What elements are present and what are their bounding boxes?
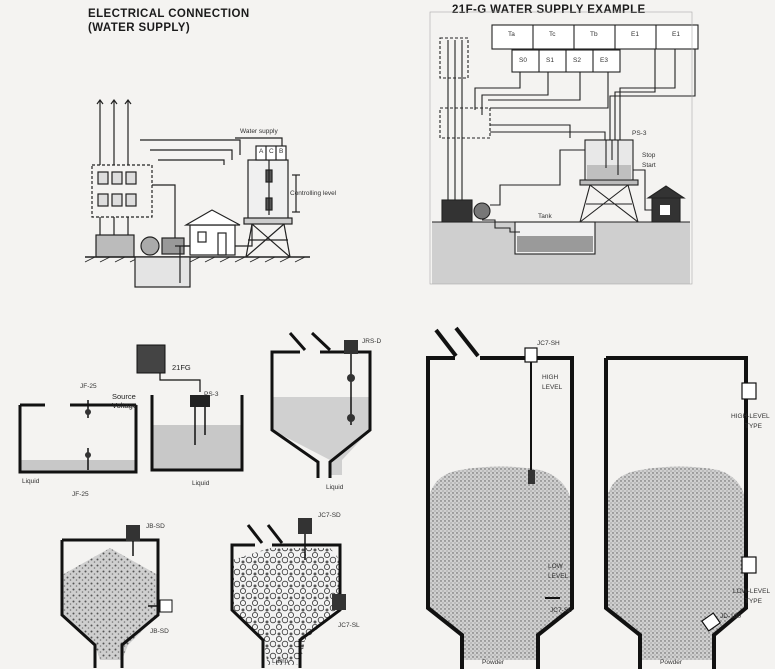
liquid2-source-label: Source xyxy=(112,392,136,401)
powder2-caption: Powder xyxy=(660,659,683,666)
powder1-low-label-2: LEVEL xyxy=(548,573,569,580)
powder1-probe-bottom-label: JC7-SL xyxy=(550,607,572,614)
liquid2-caption: Liquid xyxy=(192,480,210,487)
water-supply-example-diagram xyxy=(429,11,699,285)
lump-tank xyxy=(230,518,346,668)
liquid2-voltage-label: Voltage xyxy=(112,401,138,410)
terminal-a: A xyxy=(259,148,264,155)
lump-caption: Lump xyxy=(272,658,289,665)
panel-title-line2: (WATER SUPPLY) xyxy=(88,22,191,34)
terminal-s1: S1 xyxy=(546,57,554,64)
terminal-e1-a: E1 xyxy=(631,31,639,38)
terminal-c: C xyxy=(269,148,274,155)
terminal-e3: E3 xyxy=(600,57,608,64)
controlling-level-label: Controlling level xyxy=(290,190,337,197)
liquid2-probe-label: PS-3 xyxy=(204,391,219,398)
powder2-low-label-1: LOW-LEVEL xyxy=(733,588,771,595)
terminal-e1-b: E1 xyxy=(672,31,680,38)
powder2-high-label-1: HIGH-LEVEL xyxy=(731,413,770,420)
powder1-high-label-1: HIGH xyxy=(542,374,559,381)
powder2-low-label-2: TYPE xyxy=(745,598,762,605)
liquid-tank-1 xyxy=(18,400,138,474)
powder2-probe-label: JD-100 xyxy=(720,613,741,620)
electrical-connection-diagram xyxy=(84,99,310,288)
powder2-high-label-2: TYPE xyxy=(745,423,762,430)
powder1-low-label-1: LOW xyxy=(548,563,563,570)
liquid1-bottom-probe-label: JF-25 xyxy=(72,491,89,498)
liquid3-probe-label: JRS-D xyxy=(362,338,382,345)
powder1-probe-top-label: JC7-SH xyxy=(537,340,560,347)
terminal-b: B xyxy=(279,148,284,155)
probe-ps3-label: PS-3 xyxy=(632,130,647,137)
electrical-connection-panel: ELECTRICAL CONNECTION (WATER SUPPLY) xyxy=(0,0,420,300)
granule-tank xyxy=(60,525,173,668)
liquid-tank-3 xyxy=(270,331,372,478)
tank-label: Tank xyxy=(538,213,552,220)
terminal-s2: S2 xyxy=(573,57,581,64)
liquid3-caption: Liquid xyxy=(326,484,344,491)
example-title: 21F-G WATER SUPPLY EXAMPLE xyxy=(452,4,646,16)
liquid2-unit-label: 21FG xyxy=(172,363,191,372)
liquid1-top-probe-label: JF-25 xyxy=(80,383,97,390)
powder-silo-1 xyxy=(426,326,574,669)
lump-bottom-probe-label: JC7-SL xyxy=(338,622,360,629)
terminal-tc: Tc xyxy=(549,31,556,38)
stop-label: Stop xyxy=(642,152,656,159)
granule-bottom-probe-label: JB-SD xyxy=(150,628,169,635)
terminal-tb: Tb xyxy=(590,31,598,38)
lump-top-probe-label: JC7-SD xyxy=(318,512,341,519)
powder-silo-2 xyxy=(604,356,757,669)
water-supply-label: Water supply xyxy=(240,128,278,135)
powder1-caption: Powder xyxy=(482,659,505,666)
powder1-high-label-2: LEVEL xyxy=(542,384,563,391)
panel-title-line1: ELECTRICAL CONNECTION xyxy=(88,8,250,20)
water-supply-example-panel: 21F-G WATER SUPPLY EXAMPLE xyxy=(420,0,775,300)
start-label: Start xyxy=(642,162,656,169)
terminal-ta: Ta xyxy=(508,31,515,38)
liquid-tank-2 xyxy=(136,344,244,472)
terminal-s0: S0 xyxy=(519,57,527,64)
granule-top-probe-label: JB-SD xyxy=(146,523,165,530)
liquid1-caption: Liquid xyxy=(22,478,40,485)
